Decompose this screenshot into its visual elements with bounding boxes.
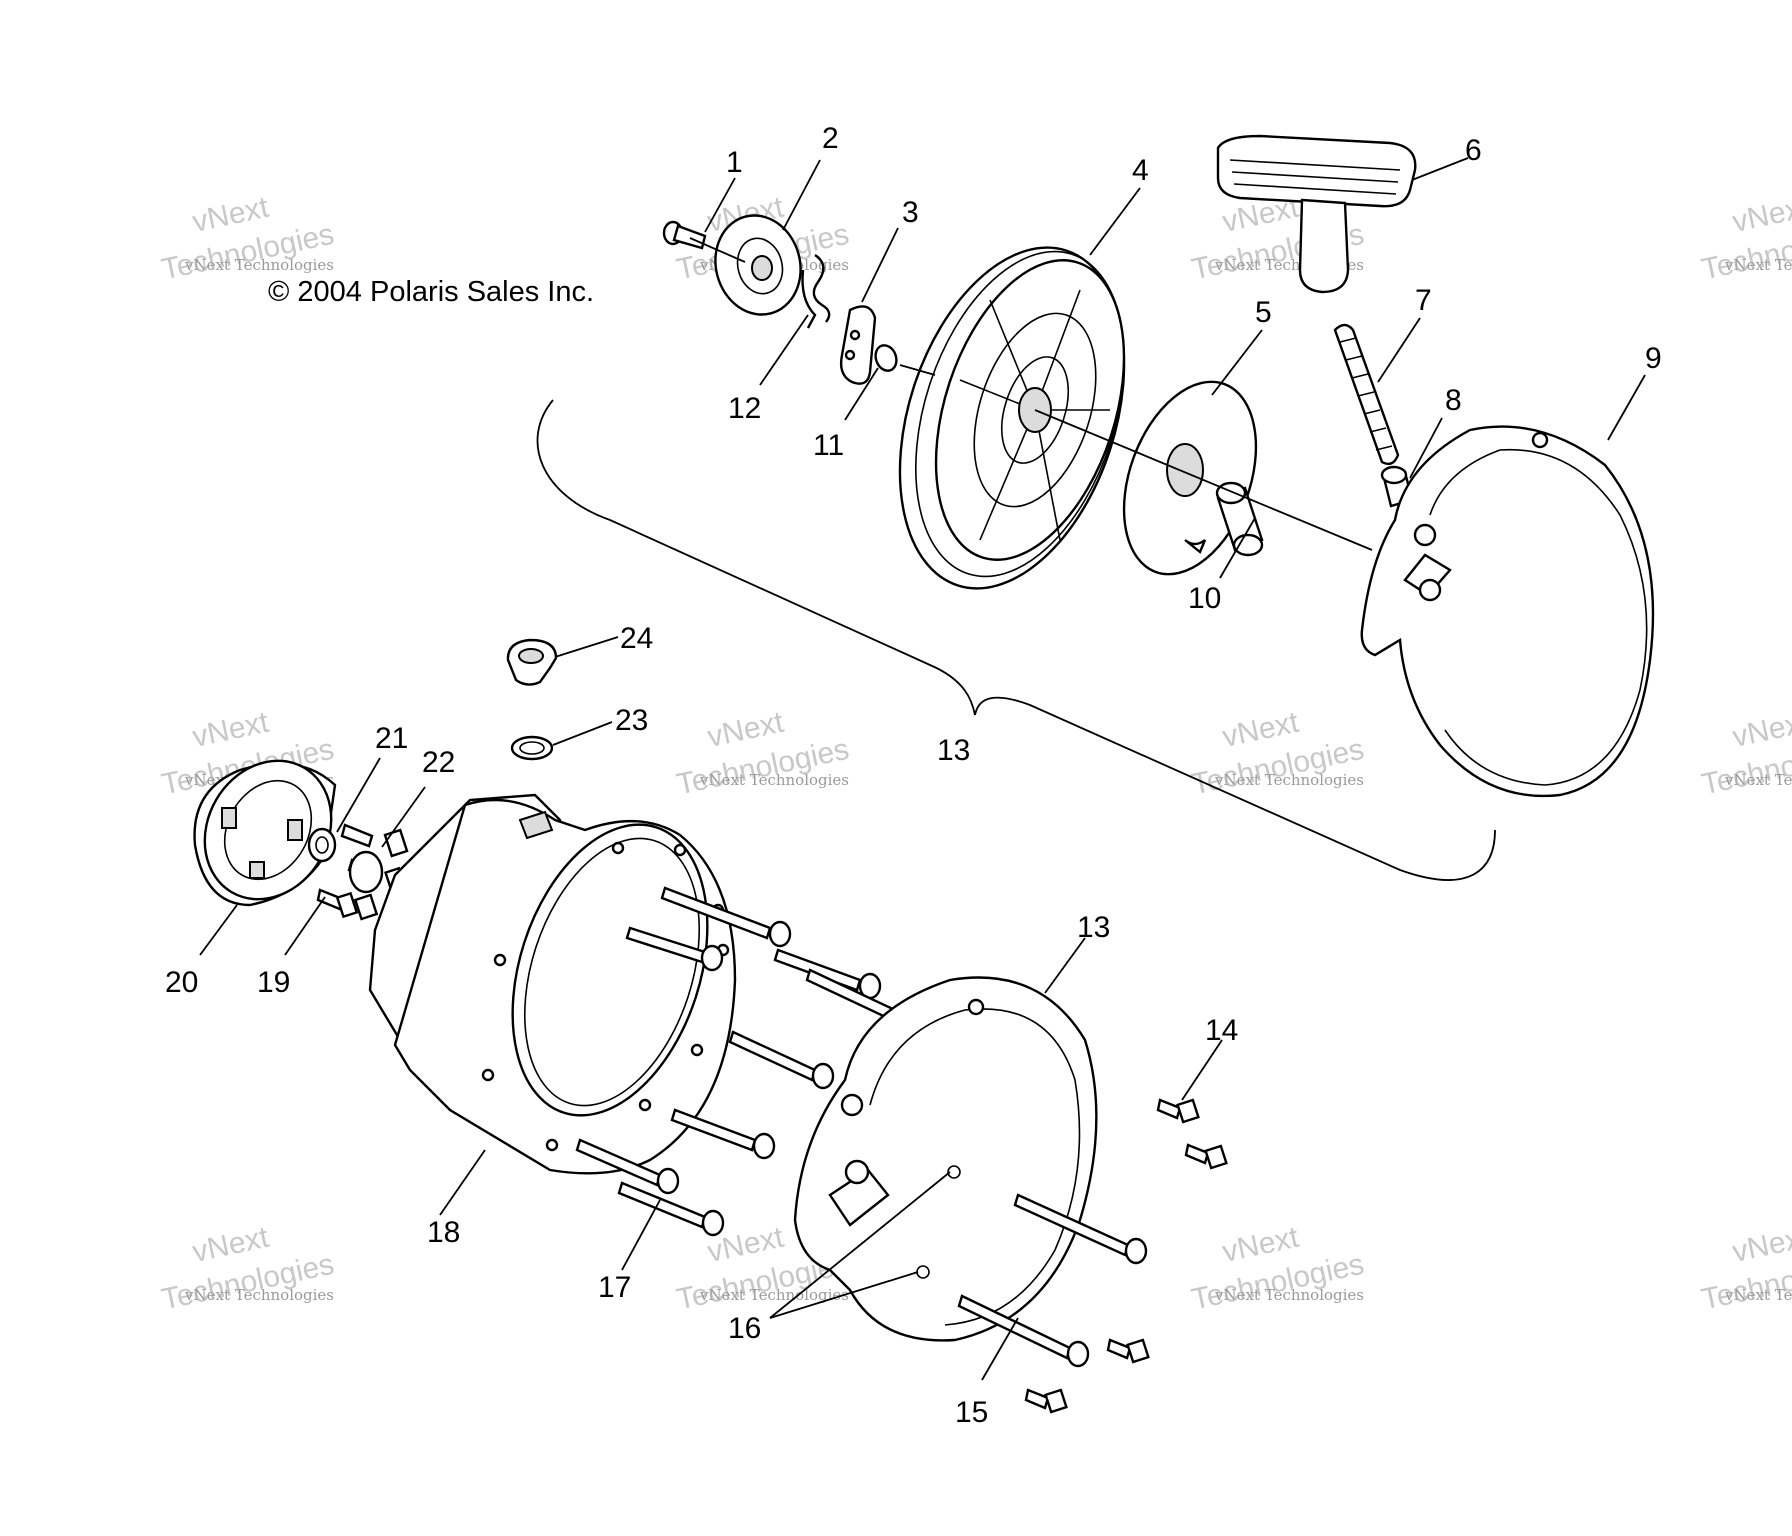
watermark: vNext Technologies vNext Technologies [674, 706, 852, 802]
part-2-drive-plate [714, 214, 802, 316]
part-21-ring [307, 827, 337, 863]
callout-20: 20 [165, 966, 198, 999]
svg-text:vNext: vNext [1730, 1221, 1792, 1269]
part-14-flange-bolts [1024, 1098, 1228, 1414]
callout-17: 17 [598, 1271, 631, 1304]
copyright-notice: © 2004 Polaris Sales Inc. [268, 276, 595, 308]
part-21-ring-hole [315, 836, 329, 854]
part-11-clip-ring [874, 344, 898, 372]
callout-22: 22 [422, 746, 455, 779]
part-18-recoil-housing [368, 793, 737, 1175]
part-3-pawl [839, 305, 877, 385]
callout-4: 4 [1132, 154, 1149, 187]
svg-text:vNext Technologies: vNext Technologies [1724, 256, 1792, 274]
svg-text:vNext: vNext [1730, 191, 1792, 239]
callout-13-assembly: 13 [937, 734, 970, 767]
watermark: vNext Technologies vNext Technologies [1699, 706, 1792, 802]
part-4-rope-pulley [898, 246, 1126, 590]
part-5-cam-plate [1122, 380, 1258, 576]
callout-8: 8 [1445, 384, 1462, 417]
callout-18: 18 [427, 1216, 460, 1249]
svg-text:vNext Technologies: vNext Technologies [699, 1286, 849, 1304]
part-24-cap [506, 638, 558, 686]
svg-text:vNext Technologies: vNext Technologies [699, 771, 849, 789]
assembly-axis-line [1034, 409, 1373, 551]
watermark: vNext Technologies vNext Technologies [159, 191, 337, 287]
svg-text:vNext Technologies: vNext Technologies [1214, 1286, 1364, 1304]
svg-text:vNext Technologies: vNext Technologies [184, 256, 334, 274]
part-15-bolts [957, 1193, 1148, 1368]
svg-text:vNext Technologies: vNext Technologies [184, 1286, 334, 1304]
part-1-bolt [662, 220, 707, 250]
callout-24: 24 [620, 622, 653, 655]
callout-21: 21 [375, 722, 408, 755]
callout-23: 23 [615, 704, 648, 737]
leader-lines [199, 157, 1646, 1381]
part-6-starter-handle [1216, 134, 1417, 294]
part-12-spring [812, 254, 831, 323]
callout-5: 5 [1255, 296, 1272, 329]
callout-1: 1 [726, 146, 743, 179]
part-7-rope [1333, 323, 1400, 466]
callout-10: 10 [1188, 582, 1221, 615]
watermark: vNext Technologies vNext Technologies [1189, 706, 1367, 802]
part-19-fasteners [316, 888, 379, 921]
svg-text:vNext Technologies: vNext Technologies [1724, 1286, 1792, 1304]
svg-text:vNext Technologies: vNext Technologies [1724, 771, 1792, 789]
part-13-lower-housing [793, 976, 1098, 1342]
assembly-axis-line [899, 364, 936, 376]
part-20-ratchet-cup [193, 759, 337, 907]
callout-15: 15 [955, 1396, 988, 1429]
callout-13: 13 [1077, 911, 1110, 944]
callout-12: 12 [728, 392, 761, 425]
watermark: vNext Technologies vNext Technologies [159, 1221, 337, 1317]
assembly-axis-line [689, 237, 746, 263]
watermark: vNext Technologies vNext Technologies [1189, 1221, 1367, 1317]
watermark: vNext Technologies vNext Technologies [1699, 191, 1792, 287]
callout-16: 16 [728, 1312, 761, 1345]
callout-6: 6 [1465, 134, 1482, 167]
svg-text:vNext: vNext [1730, 706, 1792, 754]
callout-labels: 1 2 3 4 5 6 7 8 9 10 11 12 13 13 14 15 1… [165, 122, 1662, 1429]
long-bolts [575, 886, 916, 1237]
callout-14: 14 [1205, 1014, 1238, 1047]
callout-9: 9 [1645, 342, 1662, 375]
part-12-spring-hook [801, 269, 817, 329]
svg-text:vNext Technologies: vNext Technologies [1214, 771, 1364, 789]
callout-11: 11 [813, 429, 844, 462]
assembly-bracket [536, 399, 1496, 881]
watermark: vNext Technologies vNext Technologies [1699, 1221, 1792, 1317]
part-23-washer [510, 735, 554, 761]
callout-3: 3 [902, 196, 919, 229]
part-23-washer-hole [519, 741, 545, 755]
callout-19: 19 [257, 966, 290, 999]
callout-7: 7 [1415, 284, 1432, 317]
callout-2: 2 [822, 122, 839, 155]
part-9-upper-housing [1360, 425, 1655, 798]
